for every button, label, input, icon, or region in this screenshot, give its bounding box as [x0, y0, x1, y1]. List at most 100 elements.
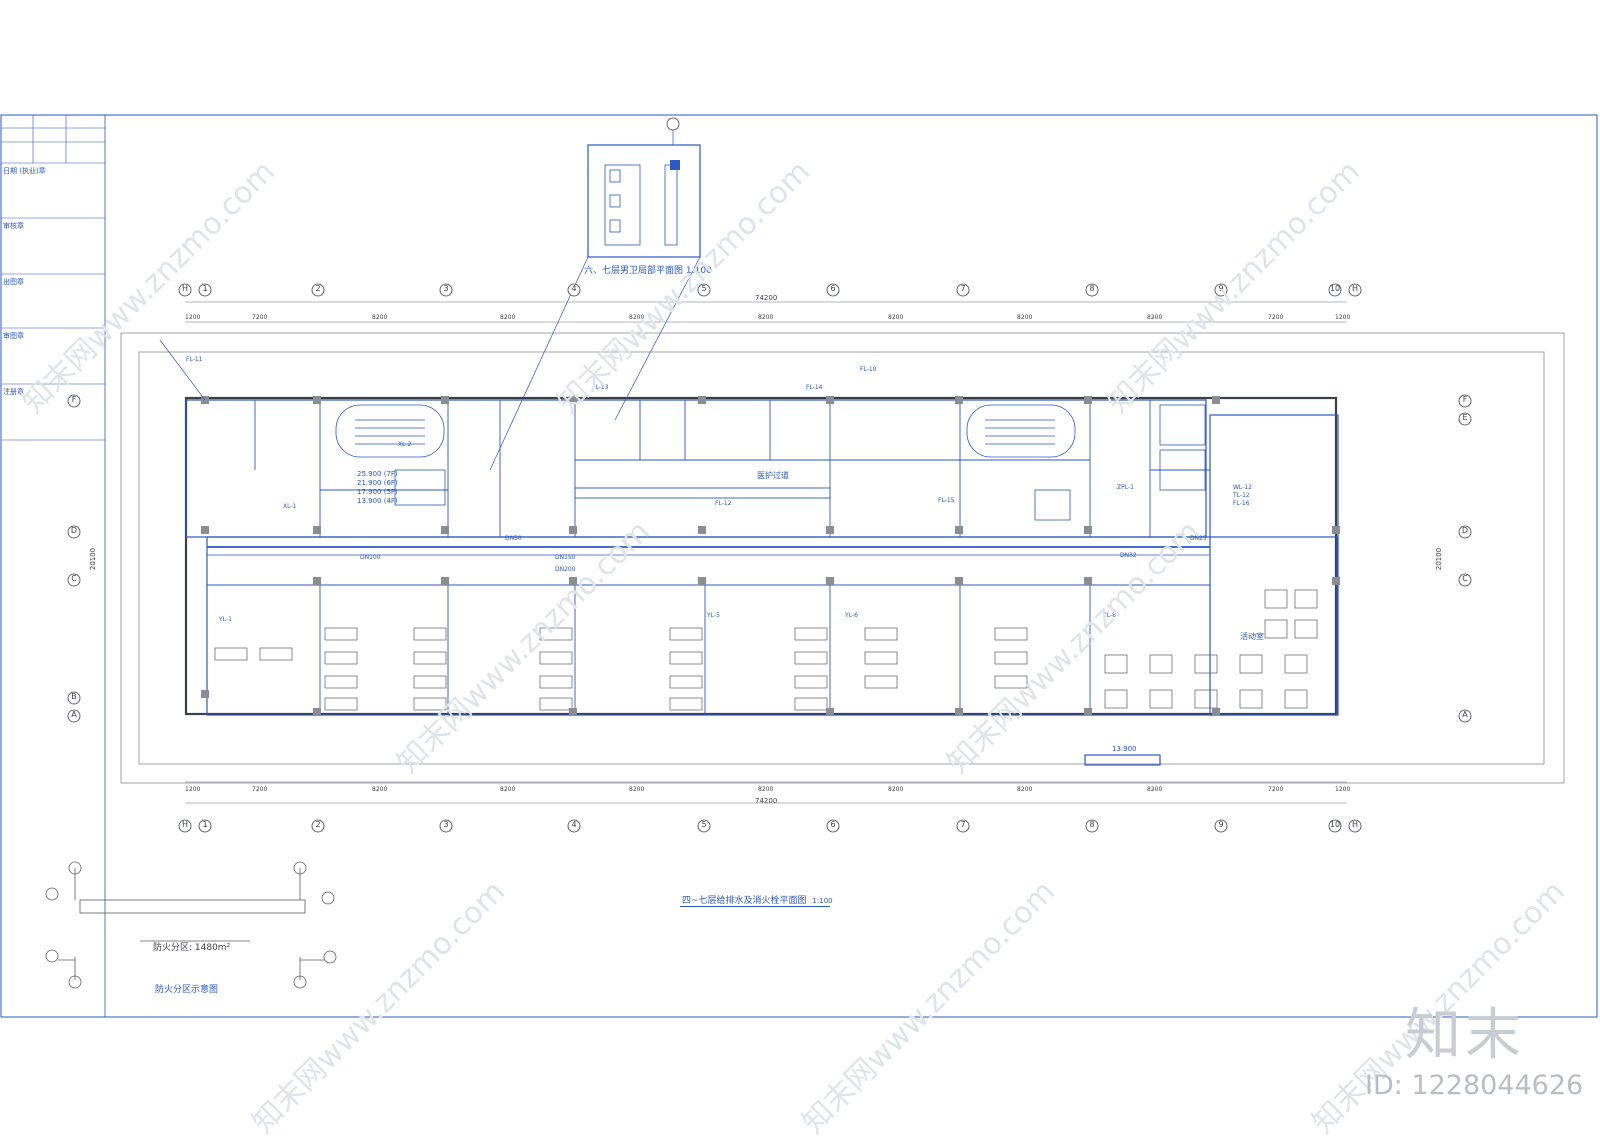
- sheet-frame: [0, 114, 1598, 1018]
- axis-top-8: 8: [1089, 284, 1095, 293]
- axis-left-3: B: [71, 692, 77, 701]
- main-title-text: 四~七层给排水及消火栓平面图: [682, 896, 807, 906]
- axis-bottom-3: 3: [443, 820, 449, 829]
- axis-bottom-4: 4: [571, 820, 577, 829]
- label-level-6f: 21.900 (6F): [357, 479, 398, 487]
- axis-top-5: 5: [701, 284, 707, 293]
- axis-top-2: 2: [315, 284, 321, 293]
- bed-groups: [214, 627, 1028, 711]
- main-title-scale: 1:100: [812, 897, 833, 905]
- axis-top-11: H: [1351, 284, 1358, 293]
- axis-bottom-8: 8: [1089, 820, 1095, 829]
- title-block-row-3: 出图章: [3, 278, 24, 286]
- axis-bubbles: [67, 283, 1472, 833]
- detail-inset: [604, 164, 678, 246]
- axis-bottom-10: 10: [1329, 820, 1341, 829]
- axis-right-3: C: [1462, 574, 1468, 583]
- title-block-row-1: 日期 (执业)章: [3, 167, 46, 175]
- structural-columns: [201, 396, 1340, 716]
- label-level-5f: 17.900 (5F): [357, 488, 398, 496]
- axis-top-0: H: [181, 284, 188, 293]
- fire-zone-title: 防火分区示意图: [155, 985, 219, 995]
- pipe-tag: XL-2: [398, 441, 412, 448]
- axis-top-9: 9: [1218, 284, 1224, 293]
- title-block-row-5: 注册章: [3, 388, 24, 396]
- dimension-span-10: 1200: [1335, 314, 1351, 321]
- outline-inner: [138, 351, 1545, 765]
- dimension-span-6: 8200: [888, 786, 904, 793]
- detail-title: 六、七层男卫局部平面图 1:100: [584, 266, 712, 276]
- watermark-logo: 知末: [1405, 1003, 1525, 1068]
- pipe-tag: ZPL-1: [1117, 484, 1134, 491]
- axis-left-2: C: [71, 574, 77, 583]
- fire-zone-diagram: [45, 861, 337, 989]
- stairs: [335, 404, 1206, 521]
- dimension-span-1: 7200: [252, 314, 268, 321]
- label-level-note: 13.900: [1112, 745, 1137, 753]
- axis-bottom-11: H: [1351, 820, 1358, 829]
- dimension-total-top: 74200: [755, 294, 778, 302]
- axis-top-3: 3: [443, 284, 449, 293]
- axis-right-1: E: [1462, 413, 1468, 422]
- dimension-span-9: 7200: [1268, 314, 1284, 321]
- pipe-tag: XL-1: [283, 503, 297, 510]
- pipe-tag: FL-14: [806, 384, 823, 391]
- activity-tables: [1104, 589, 1318, 709]
- detail-leaders: [159, 130, 701, 471]
- title-block-row-2: 审核章: [3, 222, 24, 230]
- pipe-size: DN150: [555, 554, 576, 561]
- label-nursing-corridor: 医护过道: [757, 471, 789, 480]
- dimension-span-5: 8200: [758, 314, 774, 321]
- pipe-size: DN25: [1190, 535, 1207, 542]
- axis-left-0: F: [71, 395, 77, 404]
- dimension-span-5: 8200: [758, 786, 774, 793]
- pipe-size: DN32: [1120, 552, 1137, 559]
- dimension-span-7: 8200: [1017, 314, 1033, 321]
- dimension-span-7: 8200: [1017, 786, 1033, 793]
- dimension-span-0: 1200: [185, 314, 201, 321]
- dimension-span-8: 8200: [1147, 786, 1163, 793]
- dimension-span-4: 8200: [629, 314, 645, 321]
- pipe-tag: WL-12: [1233, 484, 1252, 491]
- pipe-size: DN100: [360, 554, 381, 561]
- pipe-tag: FL-16: [1233, 500, 1250, 507]
- watermark-id: ID: 1228044626: [1365, 1070, 1584, 1101]
- dimension-span-2: 8200: [372, 786, 388, 793]
- pipe-tag: FL-13: [592, 384, 609, 391]
- fire-zone-area: 防火分区: 1480m²: [153, 943, 231, 953]
- pipe-tag: FL-11: [186, 356, 203, 363]
- axis-top-7: 7: [960, 284, 966, 293]
- axis-bottom-6: 6: [830, 820, 836, 829]
- dimension-span-2: 8200: [372, 314, 388, 321]
- top-dimension-lines: [185, 301, 1347, 804]
- pipe-tag: YL-6: [845, 612, 858, 619]
- label-activity-room: 活动室: [1240, 632, 1264, 641]
- axis-top-4: 4: [571, 284, 577, 293]
- axis-bottom-0: H: [181, 820, 188, 829]
- axis-top-1: 1: [202, 284, 208, 293]
- title-block: [1, 115, 105, 441]
- pipe-tag: YL-5: [707, 612, 720, 619]
- dimension-total-bottom: 74200: [755, 797, 778, 805]
- axis-left-4: A: [71, 710, 77, 719]
- dimension-span-1: 7200: [252, 786, 268, 793]
- pipe-tag: FL-15: [938, 497, 955, 504]
- title-block-row-4: 审图章: [3, 332, 24, 340]
- axis-right-4: A: [1462, 710, 1468, 719]
- pipe-tag: FL-12: [715, 500, 732, 507]
- axis-bottom-9: 9: [1218, 820, 1224, 829]
- axis-bottom-5: 5: [701, 820, 707, 829]
- dimension-span-10: 1200: [1335, 786, 1351, 793]
- dimension-left-total: 20100: [89, 547, 98, 571]
- upper-rooms: [254, 400, 1210, 537]
- label-level-4f: 13.900 (4F): [357, 497, 398, 505]
- dimension-span-9: 7200: [1268, 786, 1284, 793]
- pipe-tag: YL-8: [1103, 612, 1116, 619]
- outline-outer: [120, 332, 1565, 784]
- pipe-size: DN200: [555, 566, 576, 573]
- lower-rooms: [207, 584, 1210, 715]
- axis-right-0: F: [1462, 395, 1468, 404]
- dimension-span-4: 8200: [629, 786, 645, 793]
- axis-right-2: D: [1461, 526, 1469, 535]
